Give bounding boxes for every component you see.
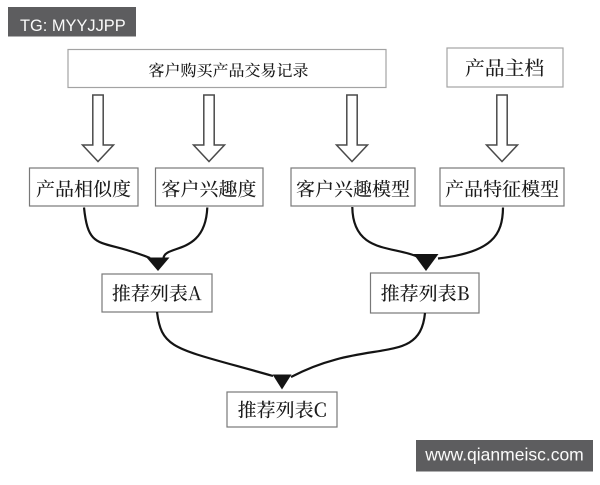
svg-text:TG: MYYJJPP: TG: MYYJJPP (20, 17, 126, 35)
svg-text:www.qianmeisc.com: www.qianmeisc.com (424, 445, 584, 465)
